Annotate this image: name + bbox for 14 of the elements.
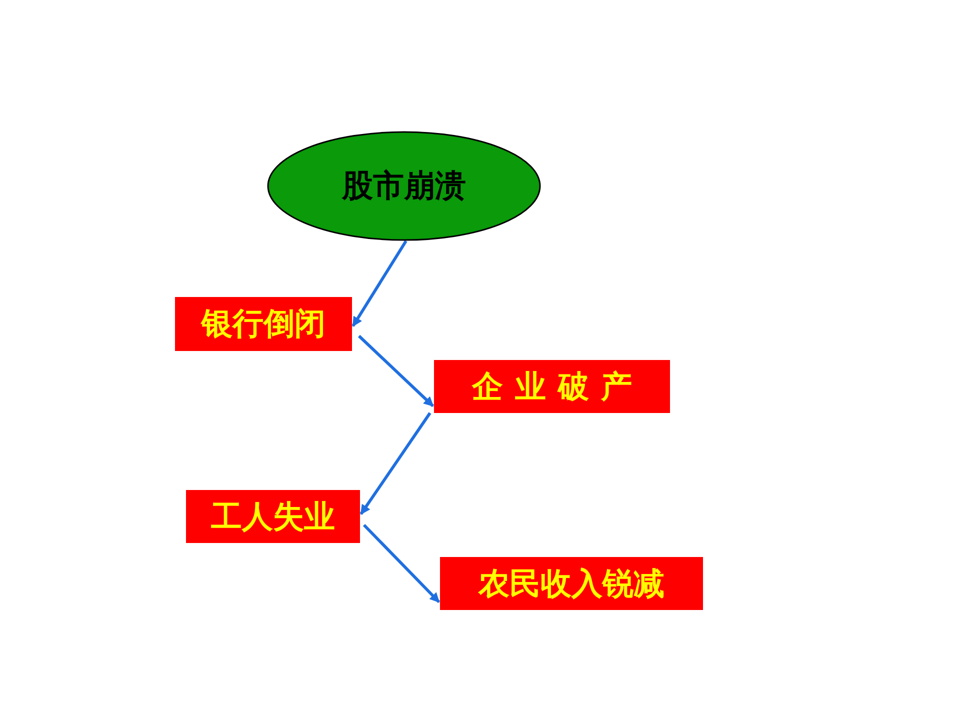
- arrow: [362, 524, 440, 604]
- process-box: [434, 360, 670, 413]
- node-label: 股市崩溃: [342, 167, 466, 206]
- process-box: [440, 557, 703, 610]
- ellipse-node: [267, 131, 541, 241]
- arrow: [352, 240, 408, 327]
- arrow: [358, 334, 434, 408]
- arrow: [360, 412, 432, 515]
- node-label: 工人失业: [211, 498, 335, 536]
- node-label: 银行倒闭: [202, 305, 326, 344]
- process-box: [186, 490, 360, 543]
- node-label: 农民收入锐减: [478, 564, 664, 604]
- process-box: [175, 297, 352, 351]
- node-label: 企业破产: [472, 368, 644, 406]
